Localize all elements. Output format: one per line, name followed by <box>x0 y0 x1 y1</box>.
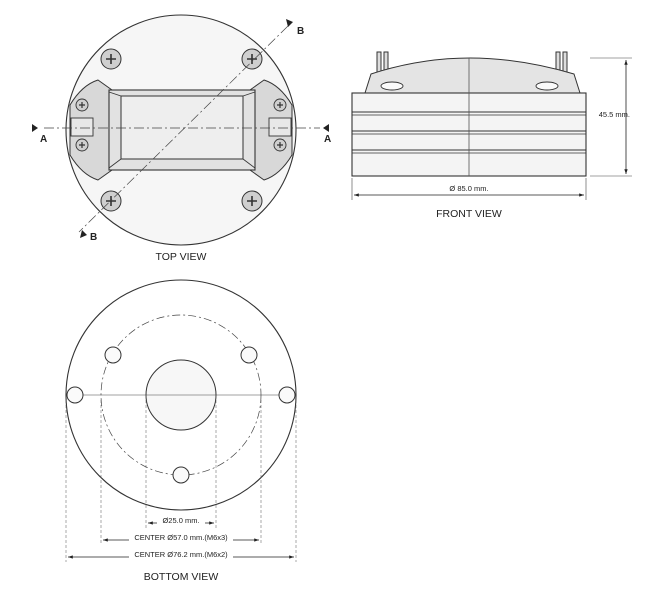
screw-bottom-right <box>241 190 263 212</box>
center-window <box>120 95 244 160</box>
outer-bolt-circle-label: CENTER Ø76.2 mm.(M6x2) <box>134 550 228 559</box>
height-dimension-label: 45.5 mm. <box>599 110 630 119</box>
top-view: A A B B TOP VIEW <box>32 14 331 263</box>
bottom-view: Ø25.0 mm. CENTER Ø57.0 mm.(M6x3) CENTER … <box>65 279 297 583</box>
right-terminal <box>268 117 292 137</box>
section-line-b <box>78 25 289 233</box>
screw-top-left <box>100 48 122 70</box>
section-b-top-label: B <box>297 26 304 37</box>
bolt-holes <box>66 346 296 484</box>
front-view-caption: FRONT VIEW <box>436 208 502 220</box>
section-a-left-label: A <box>40 134 47 145</box>
left-terminal <box>70 117 94 137</box>
inner-bolt-circle-label: CENTER Ø57.0 mm.(M6x3) <box>134 533 228 542</box>
front-view: 45.5 mm. Ø 85.0 mm. FRONT VIEW <box>351 51 632 220</box>
bore-diameter-label: Ø25.0 mm. <box>162 516 199 525</box>
bottom-view-caption: BOTTOM VIEW <box>144 571 219 583</box>
bracket-screws <box>75 98 287 152</box>
front-dome <box>364 57 581 94</box>
front-diameter-label: Ø 85.0 mm. <box>449 184 488 193</box>
section-b-bottom-label: B <box>90 232 97 243</box>
top-view-caption: TOP VIEW <box>156 251 207 263</box>
screw-top-right <box>241 48 263 70</box>
section-a-right-label: A <box>324 134 331 145</box>
